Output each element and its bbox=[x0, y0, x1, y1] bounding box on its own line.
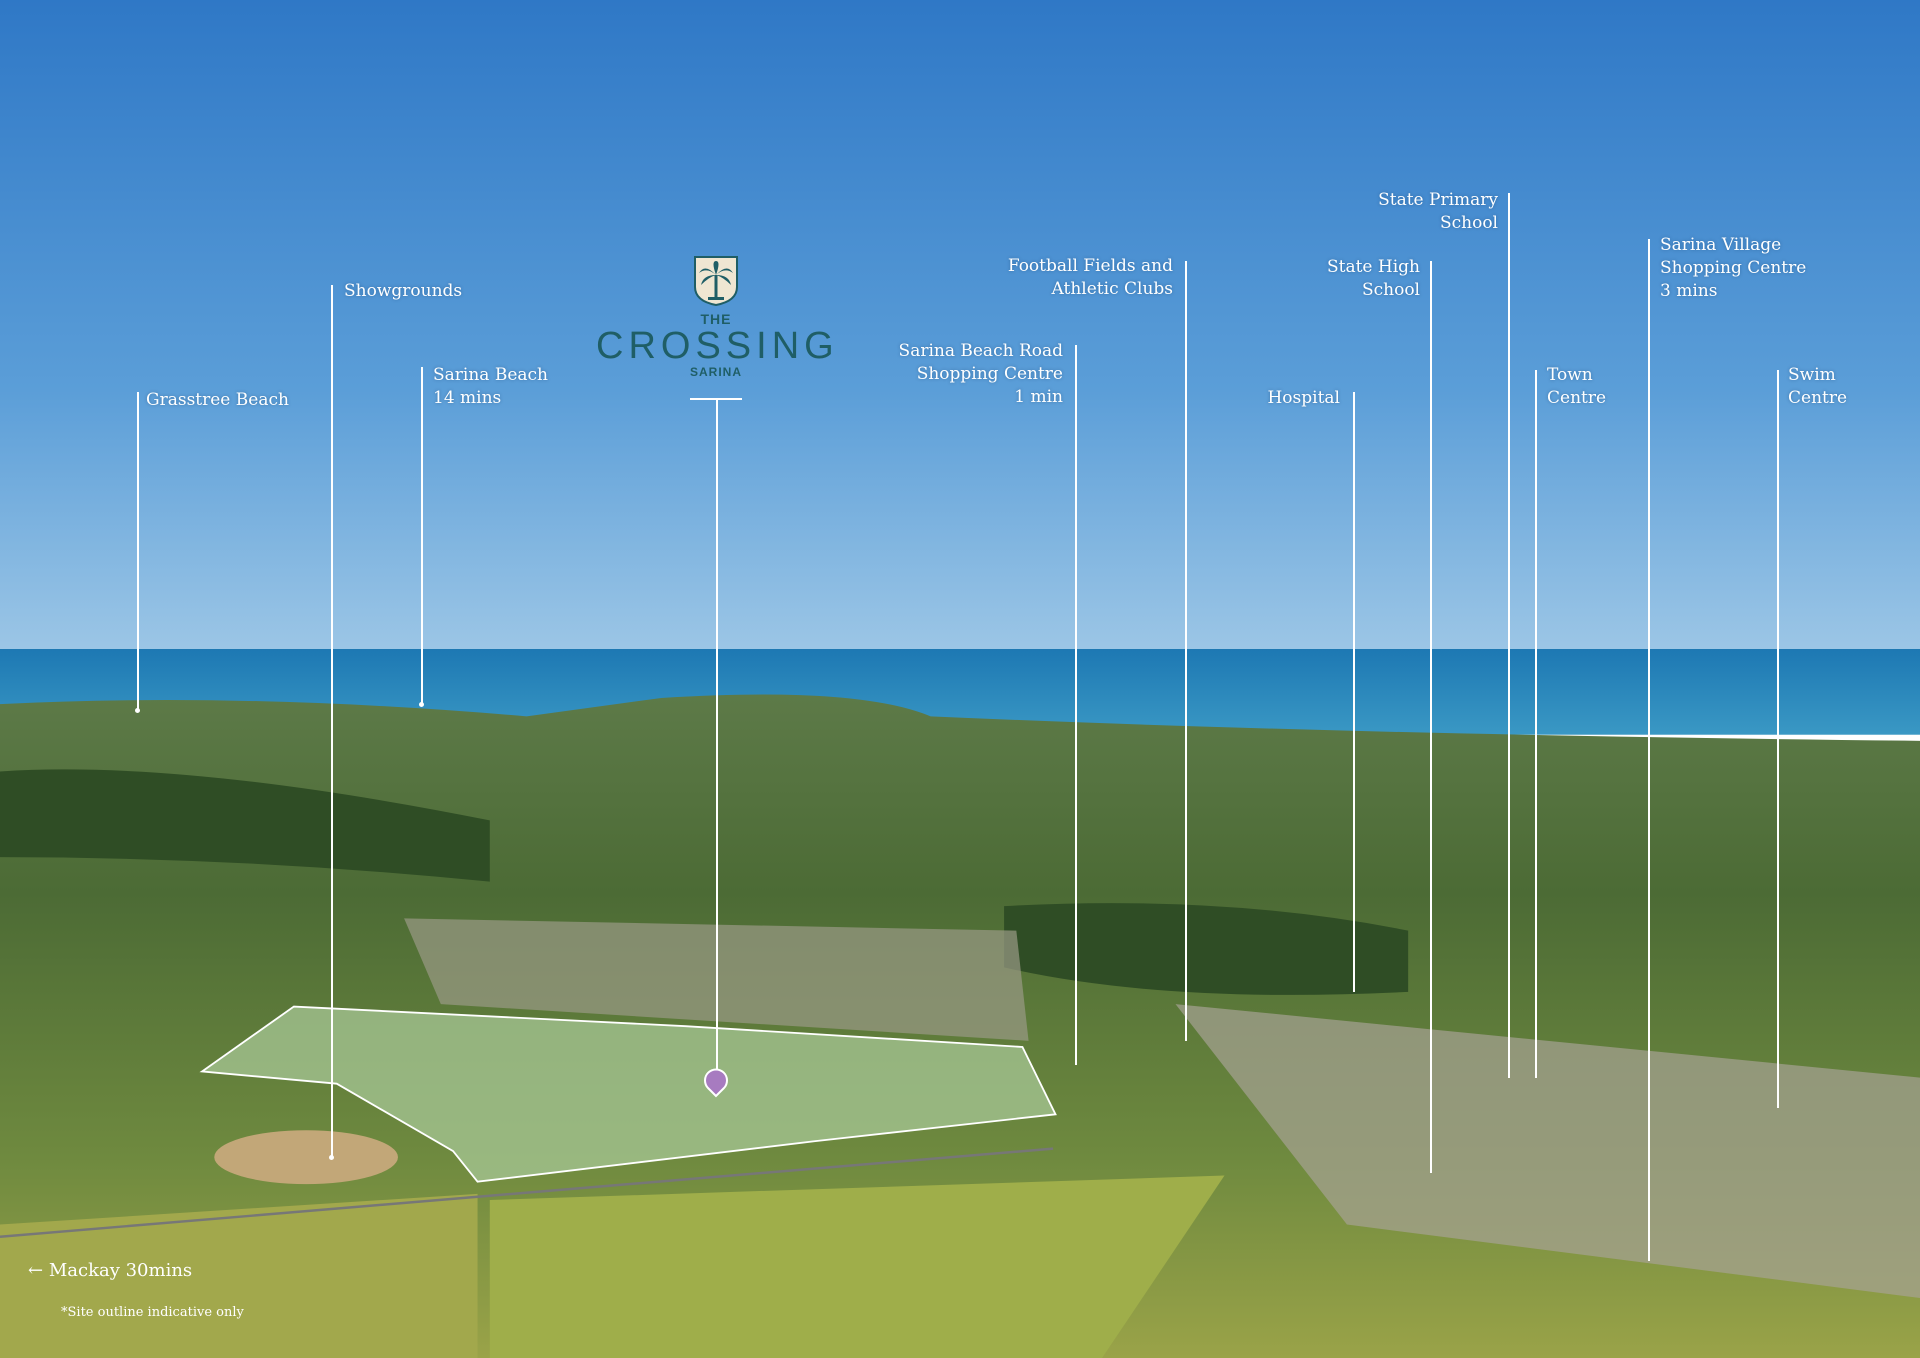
label-state-high-school: State High School bbox=[1326, 257, 1420, 300]
label-shopping-centre-road: Sarina Beach Road Shopping Centre 1 min bbox=[898, 341, 1063, 407]
palm-shield-icon bbox=[694, 256, 738, 307]
leader-line bbox=[716, 398, 718, 1074]
leader-dot bbox=[329, 1155, 334, 1160]
logo-sub: SARINA bbox=[689, 365, 742, 379]
label-town-centre: Town Centre bbox=[1547, 365, 1607, 408]
leader-line bbox=[1508, 193, 1510, 1078]
location-pin-icon bbox=[704, 1068, 728, 1098]
leader-line bbox=[1353, 392, 1355, 992]
logo-name: CROSSING bbox=[596, 325, 839, 367]
leader-line bbox=[1075, 345, 1077, 1065]
label-sarina-beach: Sarina Beach 14 mins bbox=[433, 365, 548, 408]
leader-line bbox=[331, 285, 333, 1157]
leader-dot bbox=[419, 702, 424, 707]
the-crossing-logo: THE CROSSING SARINA bbox=[596, 255, 836, 379]
site-outline bbox=[199, 1005, 1057, 1183]
logo-the: THE bbox=[700, 311, 732, 327]
leader-line bbox=[1648, 239, 1650, 1261]
label-swim-centre: Swim Centre bbox=[1788, 365, 1848, 408]
leader-dot bbox=[135, 708, 140, 713]
leader-line bbox=[421, 367, 423, 704]
leader-line bbox=[137, 392, 139, 710]
site-outline-note: *Site outline indicative only bbox=[61, 1305, 244, 1320]
mackay-label: Mackay 30mins bbox=[48, 1260, 193, 1281]
leader-line bbox=[1777, 370, 1779, 1108]
label-showgrounds: Showgrounds bbox=[344, 281, 463, 301]
label-football-fields: Football Fields and Athletic Clubs bbox=[1007, 256, 1173, 299]
label-hospital: Hospital bbox=[1267, 388, 1340, 408]
leader-line bbox=[1185, 261, 1187, 1041]
leader-line bbox=[1430, 261, 1432, 1173]
leader-line bbox=[1535, 370, 1537, 1078]
arrow-left-icon: ← bbox=[28, 1260, 44, 1281]
label-grasstree-beach: Grasstree Beach bbox=[146, 390, 289, 410]
label-state-primary-school: State Primary School bbox=[1378, 190, 1498, 233]
label-sarina-village: Sarina Village Shopping Centre 3 mins bbox=[1660, 235, 1807, 301]
mackay-direction: ← Mackay 30mins bbox=[28, 1260, 192, 1281]
